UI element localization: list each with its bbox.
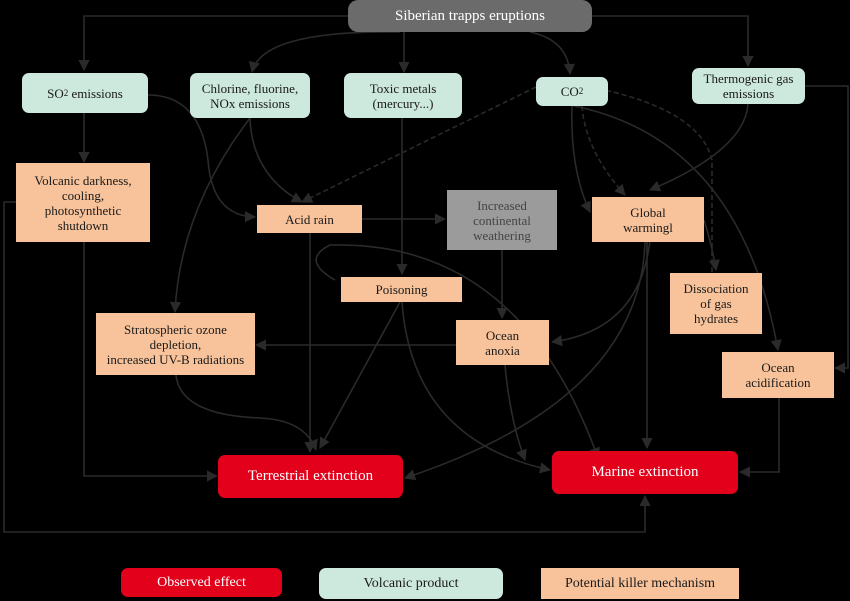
so2-subscript: 2 — [63, 87, 69, 98]
ocean-anoxia-node: Ocean anoxia — [456, 320, 549, 365]
link-co2-warming-2 — [581, 105, 626, 196]
co2-subscript: 2 — [578, 86, 584, 96]
link-co2-acidrain — [300, 86, 537, 203]
poisoning-node: Poisoning — [341, 277, 462, 302]
link-thermo-warming — [648, 103, 749, 192]
link-chlorine-ozone — [169, 117, 251, 314]
volcanic-darkness-node: Volcanic darkness, cooling, photosynthet… — [16, 163, 150, 242]
link-so2-acidrain — [147, 94, 257, 223]
legend-killer-mechanism: Potential killer mechanism — [541, 568, 739, 599]
link-chlorine-acidrain — [249, 117, 303, 203]
legend-volcanic-product: Volcanic product — [319, 568, 503, 599]
ocean-acidification-node: Ocean acidification — [722, 352, 834, 398]
link-poisoning-terrestrial — [319, 301, 401, 449]
so2-prefix: SO — [47, 85, 64, 101]
link-poisoning-marine — [401, 301, 552, 474]
co2-prefix: CO — [560, 84, 579, 99]
link-co2-warming-1 — [571, 105, 591, 214]
link-darkness-marine — [3, 201, 651, 533]
link-source-so2 — [78, 15, 348, 72]
global-warming-node: Global warmingl — [592, 197, 704, 242]
link-source-chlorine — [248, 31, 401, 74]
source-node: Siberian trapps eruptions — [348, 0, 592, 32]
link-toxic-marine-curve — [315, 244, 600, 460]
link-darkness-terrestrial — [83, 242, 219, 482]
link-co2-acidification — [573, 105, 782, 352]
link-warming-anoxia — [550, 239, 651, 347]
weathering-node: Increased continental weathering — [447, 190, 557, 250]
link-source-thermo — [592, 15, 754, 68]
so2-suffix: emissions — [68, 85, 123, 101]
ozone-depletion-node: Stratospheric ozone depletion, increased… — [96, 313, 255, 375]
link-thermo-acidification — [805, 85, 849, 374]
chlorine-node: Chlorine, fluorine, NOx emissions — [190, 73, 310, 118]
toxic-metals-node: Toxic metals (mercury...) — [344, 73, 462, 118]
thermogenic-node: Thermogenic gas emissions — [692, 68, 805, 104]
acid-rain-node: Acid rain — [257, 205, 362, 233]
terrestrial-extinction-node: Terrestrial extinction — [218, 455, 403, 498]
link-source-co2 — [529, 31, 575, 76]
link-ozone-terrestrial — [175, 374, 318, 452]
link-warming-terrestrial — [403, 241, 646, 481]
link-warming-dissociation — [703, 219, 720, 272]
marine-extinction-node: Marine extinction — [552, 451, 738, 494]
legend-observed-effect: Observed effect — [121, 568, 282, 597]
dissociation-node: Dissociation of gas hydrates — [670, 273, 762, 334]
link-dissociation-co2 — [594, 84, 713, 272]
link-acidification-marine — [738, 398, 780, 478]
link-anoxia-marine — [504, 364, 527, 462]
